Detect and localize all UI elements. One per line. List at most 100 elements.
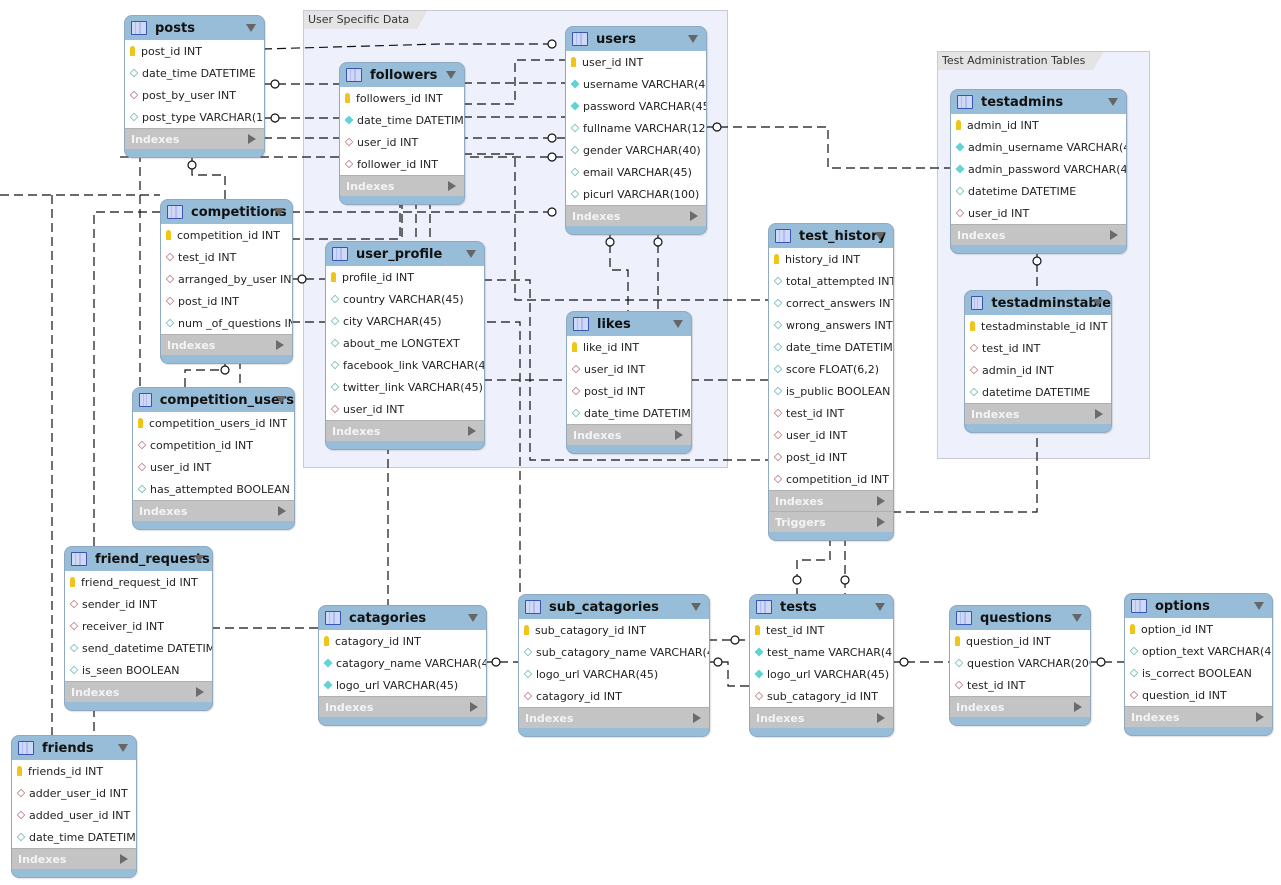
indexes-section[interactable]: Indexes [567,424,691,445]
column-row[interactable]: is_seen BOOLEAN [65,659,212,681]
table-header[interactable]: test_history [769,224,893,248]
indexes-section[interactable]: Indexes [566,205,706,226]
table-header[interactable]: testadminstable [965,291,1111,315]
column-row[interactable]: competition_users_id INT [133,412,294,434]
column-row[interactable]: post_id INT [161,290,292,312]
column-row[interactable]: profile_id INT [326,266,484,288]
column-row[interactable]: added_user_id INT [12,804,136,826]
column-row[interactable]: followers_id INT [340,87,464,109]
column-row[interactable]: num _of_questions INT [161,312,292,334]
collapse-toggle-icon[interactable] [1072,614,1082,622]
column-row[interactable]: user_id INT [769,424,893,446]
column-row[interactable]: question_id INT [1125,684,1272,706]
column-row[interactable]: competition_id INT [161,224,292,246]
column-row[interactable]: test_id INT [750,619,893,641]
column-row[interactable]: admin_username VARCHAR(45) [951,136,1126,158]
collapse-toggle-icon[interactable] [118,744,128,752]
column-row[interactable]: arranged_by_user INT [161,268,292,290]
collapse-toggle-icon[interactable] [691,603,701,611]
column-row[interactable]: datetime DATETIME [965,381,1111,403]
table-header[interactable]: competitions [161,200,292,224]
column-row[interactable]: admin_password VARCHAR(45) [951,158,1126,180]
column-row[interactable]: country VARCHAR(45) [326,288,484,310]
column-row[interactable]: test_id INT [950,674,1090,696]
column-row[interactable]: test_id INT [965,337,1111,359]
collapse-toggle-icon[interactable] [276,396,286,404]
indexes-section[interactable]: Indexes [161,334,292,355]
collapse-toggle-icon[interactable] [466,250,476,258]
column-row[interactable]: fullname VARCHAR(120) [566,117,706,139]
column-row[interactable]: follower_id INT [340,153,464,175]
indexes-section[interactable]: Indexes [12,848,136,869]
column-row[interactable]: sub_catagory_id INT [519,619,709,641]
table-header[interactable]: catagories [319,606,486,630]
indexes-section[interactable]: Indexes [326,420,484,441]
column-row[interactable]: user_id INT [951,202,1126,224]
column-row[interactable]: post_id INT [567,380,691,402]
indexes-section[interactable]: Indexes [340,175,464,196]
table-header[interactable]: tests [750,595,893,619]
column-row[interactable]: date_time DATETIME [125,62,264,84]
table-header[interactable]: options [1125,594,1272,618]
column-row[interactable]: datetime DATETIME [951,180,1126,202]
column-row[interactable]: total_attempted INT [769,270,893,292]
column-row[interactable]: wrong_answers INT [769,314,893,336]
table-header[interactable]: users [566,27,706,51]
table-header[interactable]: sub_catagories [519,595,709,619]
table-header[interactable]: competition_users [133,388,294,412]
column-row[interactable]: friends_id INT [12,760,136,782]
column-row[interactable]: sub_catagory_name VARCHAR(45) [519,641,709,663]
column-row[interactable]: score FLOAT(6,2) [769,358,893,380]
collapse-toggle-icon[interactable] [688,35,698,43]
column-row[interactable]: test_id INT [769,402,893,424]
column-row[interactable]: email VARCHAR(45) [566,161,706,183]
column-row[interactable]: about_me LONGTEXT [326,332,484,354]
column-row[interactable]: adder_user_id INT [12,782,136,804]
collapse-toggle-icon[interactable] [875,232,885,240]
indexes-section[interactable]: Indexes [133,500,294,521]
column-row[interactable]: receiver_id INT [65,615,212,637]
column-row[interactable]: test_id INT [161,246,292,268]
indexes-section[interactable]: Indexes [519,707,709,728]
collapse-toggle-icon[interactable] [274,208,284,216]
collapse-toggle-icon[interactable] [446,71,456,79]
column-row[interactable]: logo_url VARCHAR(45) [750,663,893,685]
column-row[interactable]: post_type VARCHAR(15) [125,106,264,128]
column-row[interactable]: post_id INT [125,40,264,62]
triggers-section[interactable]: Triggers [769,511,893,532]
collapse-toggle-icon[interactable] [246,24,256,32]
collapse-toggle-icon[interactable] [468,614,478,622]
column-row[interactable]: password VARCHAR(45) [566,95,706,117]
column-row[interactable]: competition_id INT [769,468,893,490]
column-row[interactable]: option_text VARCHAR(45) [1125,640,1272,662]
column-row[interactable]: facebook_link VARCHAR(45) [326,354,484,376]
column-row[interactable]: catagory_id INT [319,630,486,652]
column-row[interactable]: question_id INT [950,630,1090,652]
column-row[interactable]: correct_answers INT [769,292,893,314]
column-row[interactable]: option_id INT [1125,618,1272,640]
column-row[interactable]: date_time DATETIME [567,402,691,424]
column-row[interactable]: sender_id INT [65,593,212,615]
collapse-toggle-icon[interactable] [1254,602,1264,610]
indexes-section[interactable]: Indexes [125,128,264,149]
column-row[interactable]: date_time DATETIME [12,826,136,848]
column-row[interactable]: user_id INT [566,51,706,73]
column-row[interactable]: catagory_id INT [519,685,709,707]
column-row[interactable]: username VARCHAR(45) [566,73,706,95]
column-row[interactable]: post_by_user INT [125,84,264,106]
column-row[interactable]: logo_url VARCHAR(45) [519,663,709,685]
column-row[interactable]: twitter_link VARCHAR(45) [326,376,484,398]
table-header[interactable]: friends [12,736,136,760]
